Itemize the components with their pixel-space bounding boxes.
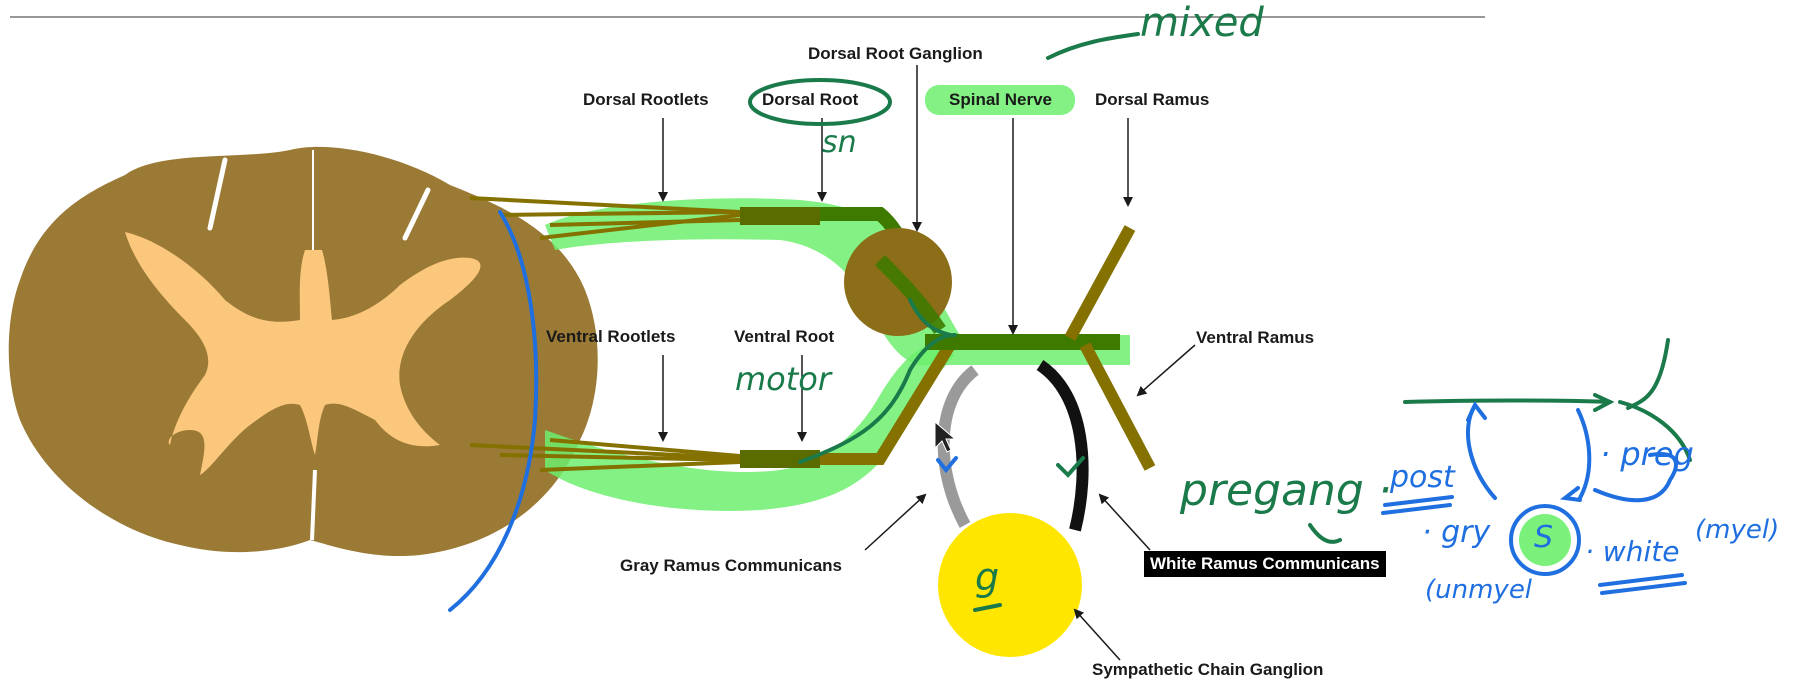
annotation-mixed: mixed: [1140, 0, 1264, 46]
sympathetic-chain-ganglion: [938, 513, 1082, 657]
label-white-ramus: White Ramus Communicans: [1144, 551, 1386, 577]
label-ventral-rootlets: Ventral Rootlets: [546, 327, 675, 347]
white-ramus-communicans: [1040, 365, 1083, 530]
annotation-myel: (myel): [1695, 515, 1779, 545]
annotation-white: · white: [1585, 535, 1679, 568]
annotation-motor: motor: [735, 360, 831, 398]
dorsal-root-segment: [740, 207, 820, 225]
label-ventral-root: Ventral Root: [734, 327, 834, 347]
label-gray-ramus: Gray Ramus Communicans: [620, 556, 842, 576]
dorsal-ramus: [1070, 228, 1130, 338]
annotation-post: post: [1390, 460, 1455, 495]
label-spinal-nerve: Spinal Nerve: [949, 90, 1052, 110]
label-dorsal-root: Dorsal Root: [762, 90, 858, 110]
label-dorsal-rootlets: Dorsal Rootlets: [583, 90, 709, 110]
annotation-preg: · preg: [1600, 435, 1694, 473]
label-dorsal-ramus: Dorsal Ramus: [1095, 90, 1209, 110]
label-dorsal-root-ganglion: Dorsal Root Ganglion: [808, 44, 983, 64]
label-ventral-ramus: Ventral Ramus: [1196, 328, 1314, 348]
annotation-sn: sn: [822, 125, 857, 160]
annotation-gray: · gry: [1422, 515, 1490, 550]
label-sympathetic-chain-ganglion: Sympathetic Chain Ganglion: [1092, 660, 1323, 680]
annotation-g: g: [975, 555, 999, 599]
mixed-pointer-line: [1048, 34, 1138, 58]
annotation-ganglion-s: S: [1534, 520, 1553, 555]
annotation-unmyel: (unmyel: [1425, 575, 1532, 605]
annotation-pregang: pregang ·: [1180, 465, 1392, 516]
